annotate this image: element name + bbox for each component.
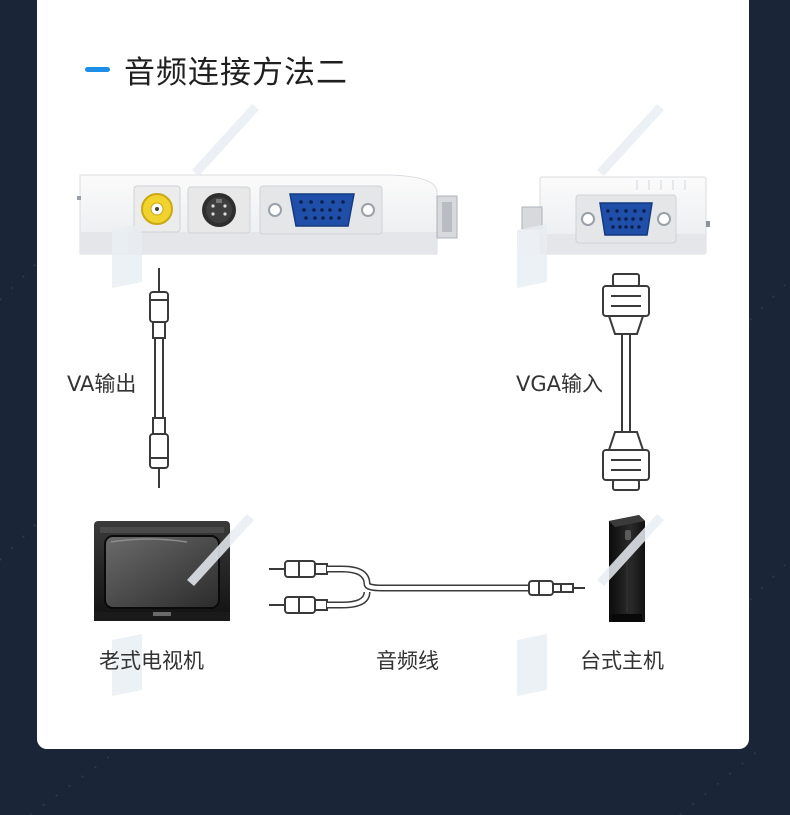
adapter-right-icon xyxy=(521,176,710,255)
title-row: 音频连接方法二 xyxy=(85,46,348,92)
watermark-marks xyxy=(112,104,664,696)
title-accent-bar xyxy=(85,66,110,72)
label-va-output: VA输出 xyxy=(67,372,137,396)
label-desktop-host: 台式主机 xyxy=(580,649,664,673)
crt-television-icon xyxy=(94,521,230,621)
label-audio-cable: 音频线 xyxy=(376,649,439,673)
label-vga-input: VGA输入 xyxy=(516,372,604,396)
adapter-left-icon xyxy=(77,174,458,255)
content-card: 音频连接方法二 xyxy=(37,0,749,749)
dual-rca-to-3-5mm-cable-icon xyxy=(269,560,585,614)
page-title: 音频连接方法二 xyxy=(124,54,348,91)
illustration xyxy=(77,104,710,696)
rca-cable-icon xyxy=(149,268,169,488)
label-old-tv: 老式电视机 xyxy=(99,649,204,673)
vga-cable-icon xyxy=(602,273,650,491)
